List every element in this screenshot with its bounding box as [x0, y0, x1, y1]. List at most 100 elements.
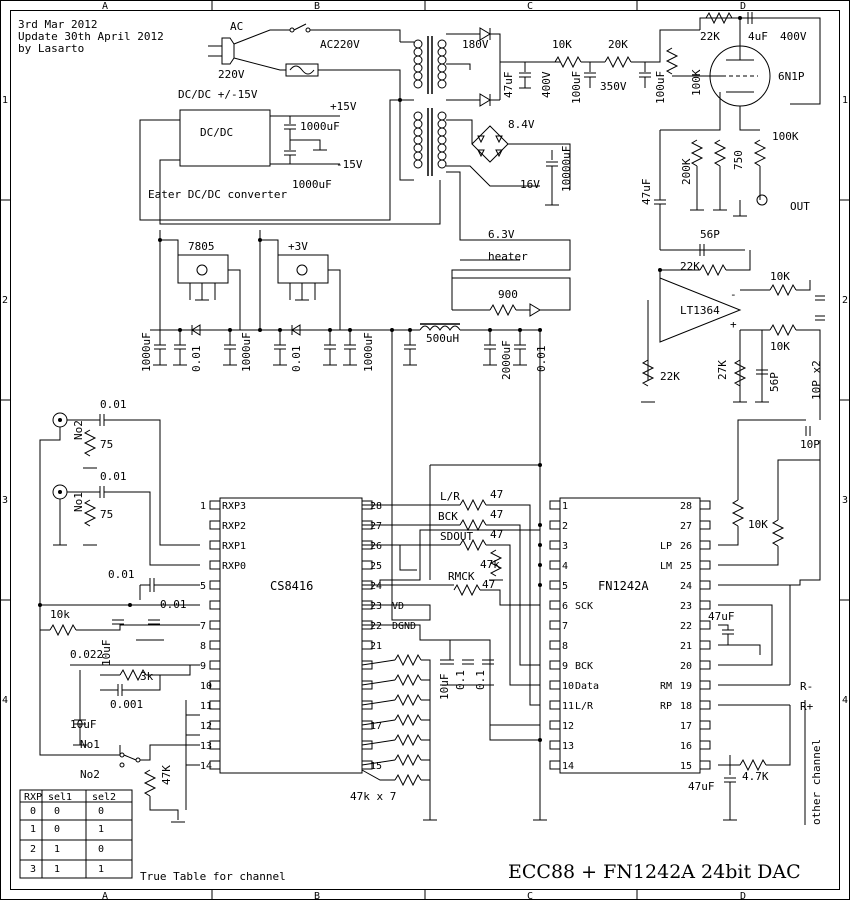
tube-r200k-icon [690, 139, 704, 167]
fn1242-right-pin [699, 600, 711, 610]
fn1242-left-pin-number: 8 [562, 641, 568, 652]
cs8416-left-pin-label: RXP2 [222, 521, 246, 532]
cs8416-left-pin-number: 9 [200, 661, 206, 672]
cs8416-c01a: 0.1 [454, 670, 467, 690]
rail-diode-icon [191, 324, 201, 336]
cs8416-left-pin [209, 680, 221, 690]
fn1242-right-pin [699, 500, 711, 510]
tube-stage: 22K 4uF 400V 6N1P 100K 47uF 200K 750 [640, 11, 821, 250]
ac-label: AC [230, 20, 243, 33]
row-label-2-right: 2 [842, 295, 848, 306]
cs8416-right-pin-label: DGND [392, 621, 416, 632]
fn1242-right-pin [699, 560, 711, 570]
truth-cell: 1 [54, 864, 60, 875]
tube-name: 6N1P [778, 70, 805, 83]
ac-plug-icon [208, 37, 235, 65]
cs8416-right-pin-number: 27 [370, 521, 382, 532]
heater-label: heater [488, 250, 528, 263]
r900-label: 900 [498, 288, 518, 301]
fn1242-right-pin-number: 27 [680, 521, 692, 532]
heater-resistor-icon [489, 303, 517, 317]
update-line: Update 30th April 2012 [18, 30, 164, 43]
hv-diode-icon [479, 27, 491, 41]
opamp-r10k-b-icon [769, 323, 797, 337]
pll-resistor-icon [49, 623, 77, 637]
fn1242-right-pin-label: LM [660, 561, 672, 572]
fn1242-left-pin [549, 500, 561, 510]
dcdc-box-label: DC/DC [200, 126, 233, 139]
bus-r47-1: 47 [490, 488, 503, 501]
fn1242-name: FN1242A [598, 579, 649, 593]
fn1242-left-pin-label: Data [575, 681, 599, 692]
cs8416-c01b: 0.1 [474, 670, 487, 690]
rail-c001-1: 0.01 [190, 346, 203, 373]
bulk-cap-label: 10000uF [560, 146, 573, 192]
fn1242-right-pin-number: 25 [680, 561, 692, 572]
transformer-2-icon [413, 108, 447, 176]
opamp-r22k-b: 22K [660, 370, 680, 383]
sw-no1-label: No1 [80, 738, 100, 751]
truth-cell: 0 [98, 844, 104, 855]
fn1242-left-pin-number: 10 [562, 681, 574, 692]
eater-label: Eater DC/DC converter [148, 188, 287, 201]
fn1242-left-pin [549, 640, 561, 650]
truth-cell: 0 [54, 824, 60, 835]
fn1242-right-pin [699, 660, 711, 670]
cs8416-left-pin-number: 8 [200, 641, 206, 652]
mains-voltage: 220V [218, 68, 245, 81]
fn1242-left-pin-number: 11 [562, 701, 574, 712]
fn1242-right-pin [699, 540, 711, 550]
fn1242-left-pin [549, 660, 561, 670]
cs8416-left-pin [209, 740, 221, 750]
fn1242-right-pin-number: 15 [680, 761, 692, 772]
out-jack-icon [756, 194, 768, 206]
cs8416-left-pin [209, 580, 221, 590]
tube-v400: 400V [780, 30, 807, 43]
term-resistor-no2-icon [83, 429, 97, 457]
transformer-icon [413, 36, 447, 94]
fn-r10k-b-icon [771, 519, 785, 547]
truth-cell: 0 [98, 806, 104, 817]
fn1242-right-pin-label: LP [660, 541, 672, 552]
fn1242-right-pin [699, 700, 711, 710]
fn-r47k-icon [739, 758, 767, 772]
fn1242-left-pin-label: L/R [575, 701, 594, 712]
cs8416-right-pin-number: 21 [370, 641, 382, 652]
cs8416-right-pin-number: 26 [370, 541, 382, 552]
input-c001-b: 0.01 [100, 470, 127, 483]
reg-3v [277, 254, 329, 284]
bus-r47-4: 47 [482, 578, 495, 591]
truth-header: sel1 [48, 792, 72, 803]
rail-c1000-1: 1000uF [140, 332, 153, 372]
sdout-pulldown-icon [489, 549, 503, 577]
hv-r20k-label: 20K [608, 38, 628, 51]
fn1242-left-pin [549, 540, 561, 550]
cs8416-left-pin-number: 11 [200, 701, 212, 712]
cs8416-left-pin-label: RXP1 [222, 541, 246, 552]
truth-cell: 1 [54, 844, 60, 855]
cs8416-left-pin [209, 660, 221, 670]
fn1242-left-pin-label: BCK [575, 661, 593, 672]
col-label-d: D [740, 1, 746, 12]
cs8416-left-pin-number: 13 [200, 741, 212, 752]
fn1242-left-pin-label: SCK [575, 601, 593, 612]
fn-rminus: R- [800, 680, 813, 693]
m15-label: -15V [336, 158, 363, 171]
cs8416-c10u: 10uF [438, 674, 451, 701]
spdif-inputs: No2 0.01 75 No1 0.01 75 0.01 0.01 [38, 398, 200, 823]
hv-resistor-2-icon [604, 55, 632, 69]
input-c001-a: 0.01 [100, 398, 127, 411]
fn1242-left-pin [549, 740, 561, 750]
v84-label: 8.4V [508, 118, 535, 131]
fn1242-right-pin-number: 20 [680, 661, 692, 672]
fn-c47u-b: 47uF [688, 780, 715, 793]
rail-c001-2: 0.01 [290, 346, 303, 373]
cs8416-name: CS8416 [270, 579, 313, 593]
tube-r750: 750 [732, 150, 745, 170]
fn-r10k-label: 10K [748, 518, 768, 531]
opamp-minus-sign: - [730, 288, 737, 301]
rail-c1000-3: 1000uF [362, 332, 375, 372]
